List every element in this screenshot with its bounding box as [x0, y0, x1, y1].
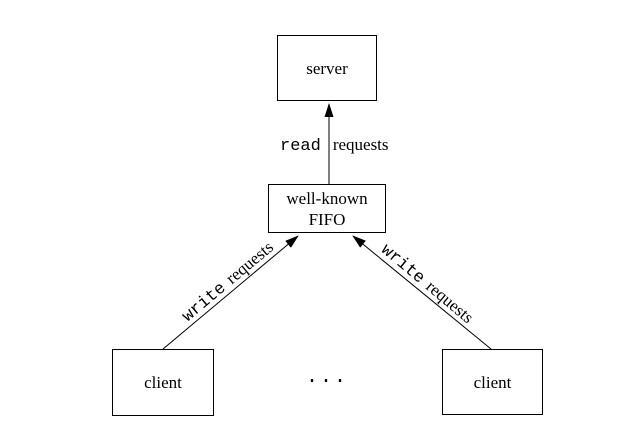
client-right-label: client — [473, 372, 512, 392]
read-requests-verb: read — [280, 137, 321, 156]
server-label: server — [306, 58, 348, 78]
fifo-label-line2: FIFO — [308, 209, 346, 229]
client-box-left: client — [112, 349, 214, 416]
read-requests-noun: requests — [332, 135, 389, 154]
write-requests-arrow-left — [162, 235, 299, 350]
client-left-label: client — [144, 373, 182, 392]
client-box-right: client — [442, 349, 543, 415]
write-requests-arrow-right — [352, 235, 492, 350]
read-requests-label: read requests — [280, 135, 389, 156]
fifo-label-line1: well-known — [286, 188, 368, 208]
well-known-fifo-box: well-known FIFO — [268, 184, 386, 233]
clients-ellipsis: ... — [305, 366, 349, 389]
server-box: server — [277, 35, 377, 101]
